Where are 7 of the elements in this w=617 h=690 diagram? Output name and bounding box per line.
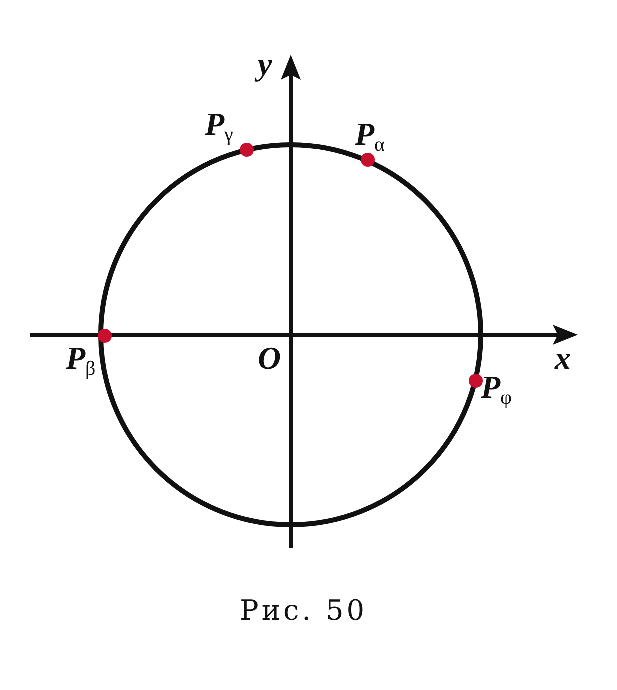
figure-caption: Рис. 50 <box>240 594 368 627</box>
point-label: P$_{α}$ <box>355 118 386 155</box>
point-label: P$_{γ}$ <box>205 108 234 145</box>
point-label: P$_{φ}$ <box>481 371 512 408</box>
origin-label: O <box>258 342 282 374</box>
axis-label: x <box>555 342 571 374</box>
point-label: P$_{β}$ <box>66 342 96 379</box>
